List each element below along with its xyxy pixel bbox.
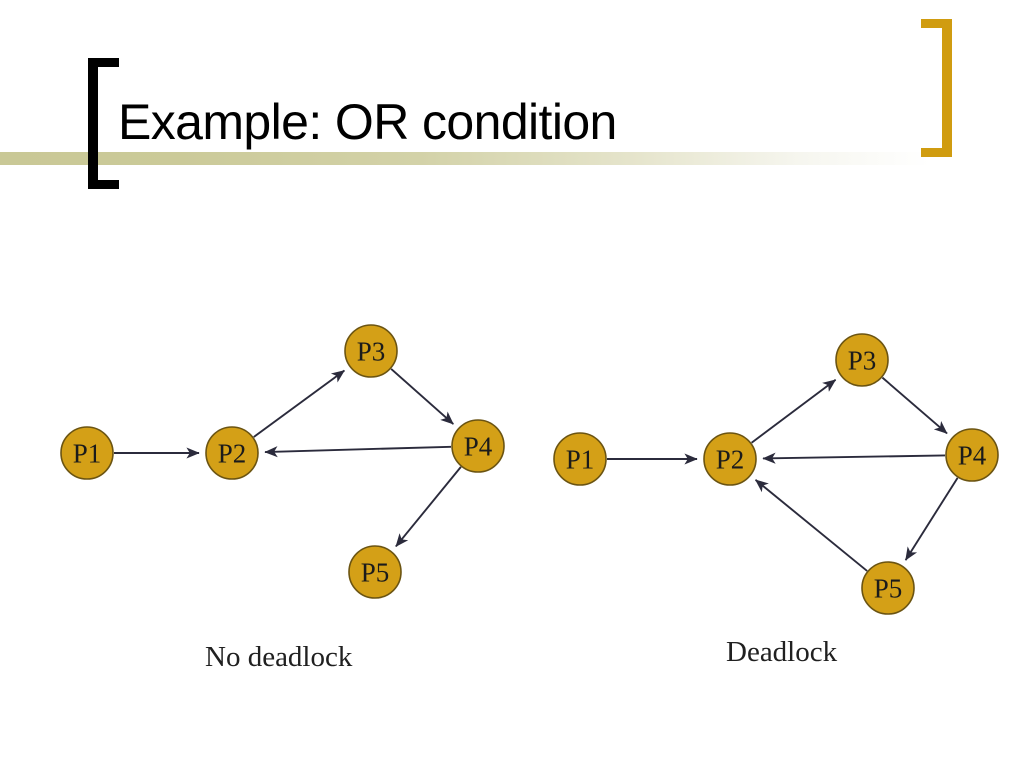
node-label: P3: [848, 346, 877, 376]
graph-node-P4: P4: [945, 428, 999, 482]
edge-P4-to-P5: [395, 466, 462, 548]
graph-node-P1: P1: [553, 432, 607, 486]
right-diagram-caption: Deadlock: [726, 636, 838, 668]
graph-node-P3: P3: [344, 324, 398, 378]
closing-bracket-decoration: [921, 19, 952, 157]
edge-P2-to-P3: [253, 369, 345, 438]
edge-P4-to-P5: [904, 477, 959, 561]
node-label: P5: [361, 558, 390, 588]
node-label: P4: [958, 441, 987, 471]
edge-P4-to-P2: [762, 452, 946, 464]
node-label: P1: [566, 445, 595, 475]
graph-node-P1: P1: [60, 426, 114, 480]
node-label: P2: [716, 445, 745, 475]
graph-node-P2: P2: [205, 426, 259, 480]
page-title: Example: OR condition: [118, 94, 617, 150]
left-diagram-caption: No deadlock: [205, 641, 353, 673]
graph-node-P5: P5: [861, 561, 915, 615]
node-label: P3: [357, 337, 386, 367]
title-divider-bar: [0, 152, 1024, 165]
edge-P4-to-P2: [264, 445, 452, 458]
node-label: P4: [464, 432, 493, 462]
node-label: P2: [218, 439, 247, 469]
node-label: P5: [874, 574, 903, 604]
edge-group: [607, 376, 959, 572]
edge-P2-to-P3: [751, 379, 837, 444]
edge-group: [114, 368, 462, 548]
graph-node-P5: P5: [348, 545, 402, 599]
edge-P3-to-P4: [881, 376, 948, 435]
graph-node-P3: P3: [835, 333, 889, 387]
graph-node-P4: P4: [451, 419, 505, 473]
graph-node-P2: P2: [703, 432, 757, 486]
edge-P5-to-P2: [754, 479, 868, 572]
node-label: P1: [73, 439, 102, 469]
opening-bracket-decoration: [88, 58, 119, 189]
edge-P3-to-P4: [390, 368, 454, 425]
